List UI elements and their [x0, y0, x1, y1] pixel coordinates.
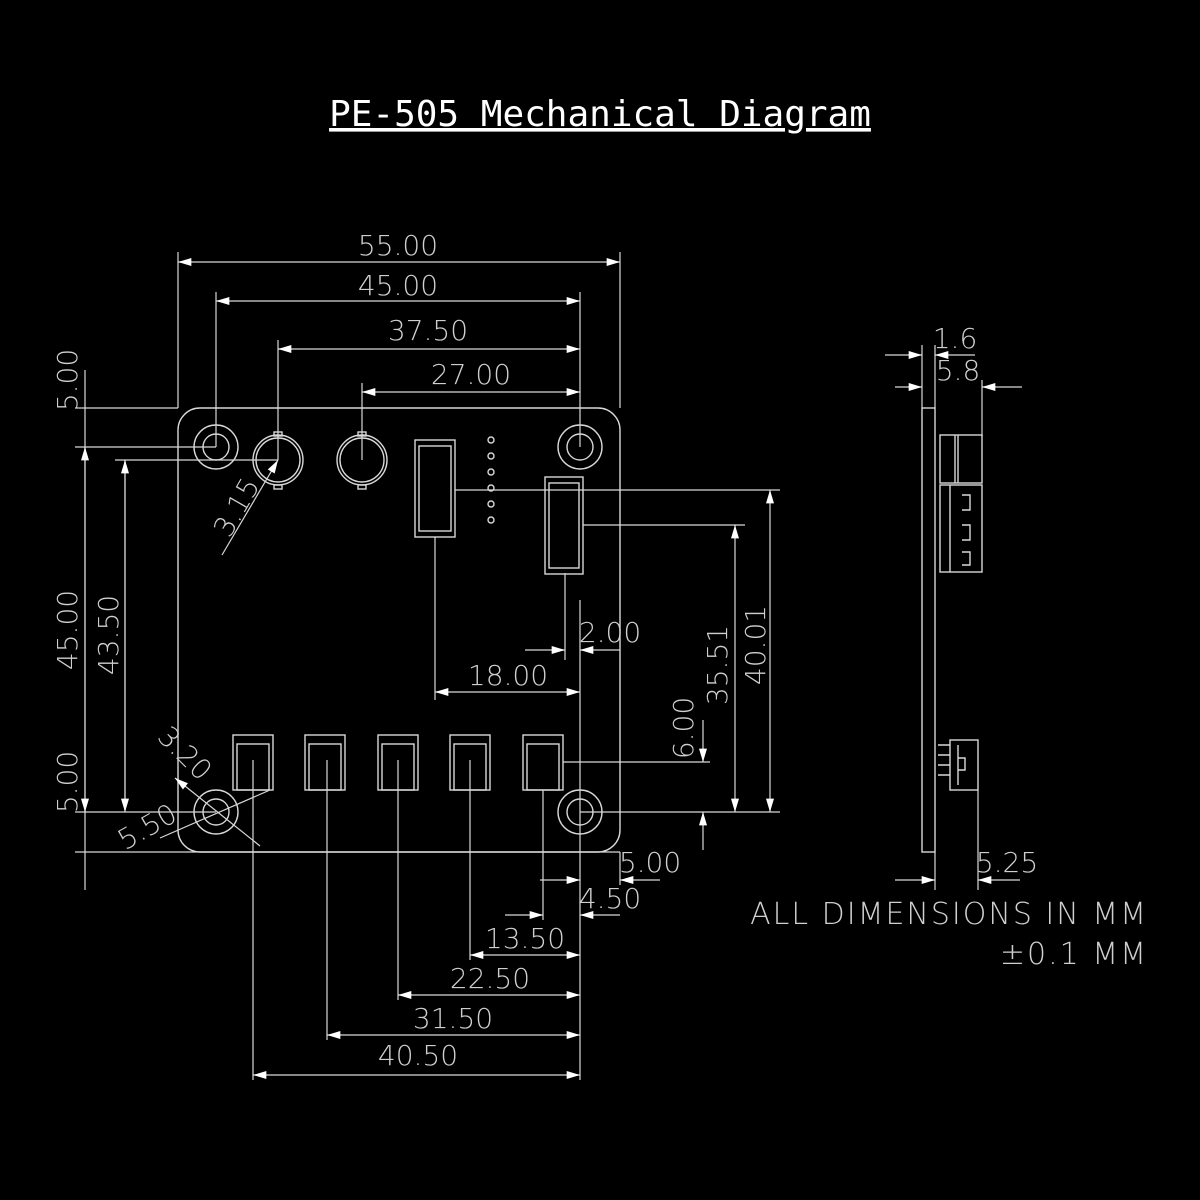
dim-conn1-offset: 37.50	[388, 314, 468, 347]
dim-total-height: 5.8	[936, 354, 981, 387]
dim-header-gap: 2.00	[579, 616, 641, 649]
pcb-outline	[177, 407, 621, 853]
dim-header-spacing: 18.00	[468, 659, 548, 692]
dim-bottom-edge: 5.00	[619, 846, 681, 879]
dim-bottom-header-offset: 6.00	[667, 697, 700, 759]
diagram-title: PE-505 Mechanical Diagram	[329, 94, 871, 135]
dim-overall-width: 55.00	[358, 229, 438, 262]
tolerance-note: ±0.1 MM	[1000, 937, 1148, 972]
dim-pad-diameter: 5.50	[112, 797, 182, 857]
pin-header-2	[544, 476, 584, 575]
dim-bottom-4-50: 4.50	[579, 882, 641, 915]
dim-hole-diameter: 3.20	[151, 720, 218, 787]
dim-top-edge-to-hole: 5.00	[51, 349, 84, 411]
dim-board-thickness: 1.6	[933, 322, 978, 355]
dim-bottom-31-50: 31.50	[413, 1002, 493, 1035]
dim-hole-spacing-vertical: 45.00	[51, 590, 84, 670]
side-pin-header	[939, 484, 983, 573]
side-bottom-connector	[938, 739, 979, 791]
pin-header-1	[414, 439, 456, 538]
side-round-connector	[939, 434, 983, 484]
side-pcb	[921, 407, 936, 853]
front-view: 55.00 45.00 37.50 27.00 5.00 45.00 43.50…	[51, 229, 780, 1080]
dim-bottom-edge-to-hole: 5.00	[51, 751, 84, 813]
dim-bottom-connector-height: 5.25	[976, 846, 1038, 879]
side-view: 1.6 5.8 5.25	[885, 322, 1038, 890]
dim-header2-bottom: 35.51	[701, 625, 734, 705]
pin-row-dots	[487, 436, 495, 524]
dim-header2-height: 40.01	[739, 605, 772, 685]
dim-conn2-offset: 27.00	[431, 358, 511, 391]
dim-bottom-40-50: 40.50	[378, 1039, 458, 1072]
dim-connector-diameter: 3.15	[207, 472, 267, 542]
dim-hole-spacing: 45.00	[358, 269, 438, 302]
dim-conn-to-hole: 43.50	[92, 595, 125, 675]
dim-bottom-13-50: 13.50	[485, 922, 565, 955]
units-note: ALL DIMENSIONS IN MM	[750, 897, 1148, 932]
dim-bottom-22-50: 22.50	[450, 962, 530, 995]
